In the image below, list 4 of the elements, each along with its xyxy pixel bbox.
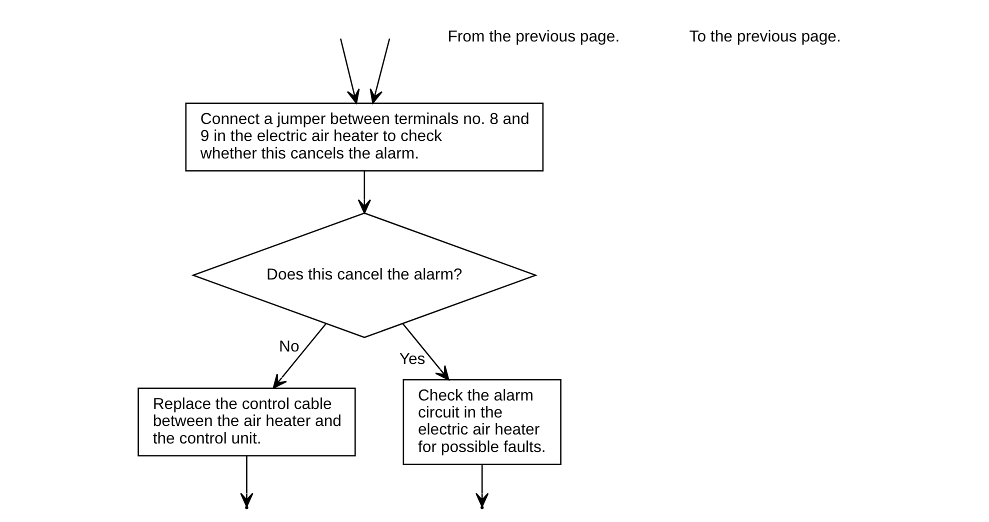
label: To the previous page. xyxy=(688,28,840,46)
label: From the previous page. xyxy=(447,28,620,46)
edge-label: Yes xyxy=(398,351,425,368)
edge-label: No xyxy=(278,338,299,356)
